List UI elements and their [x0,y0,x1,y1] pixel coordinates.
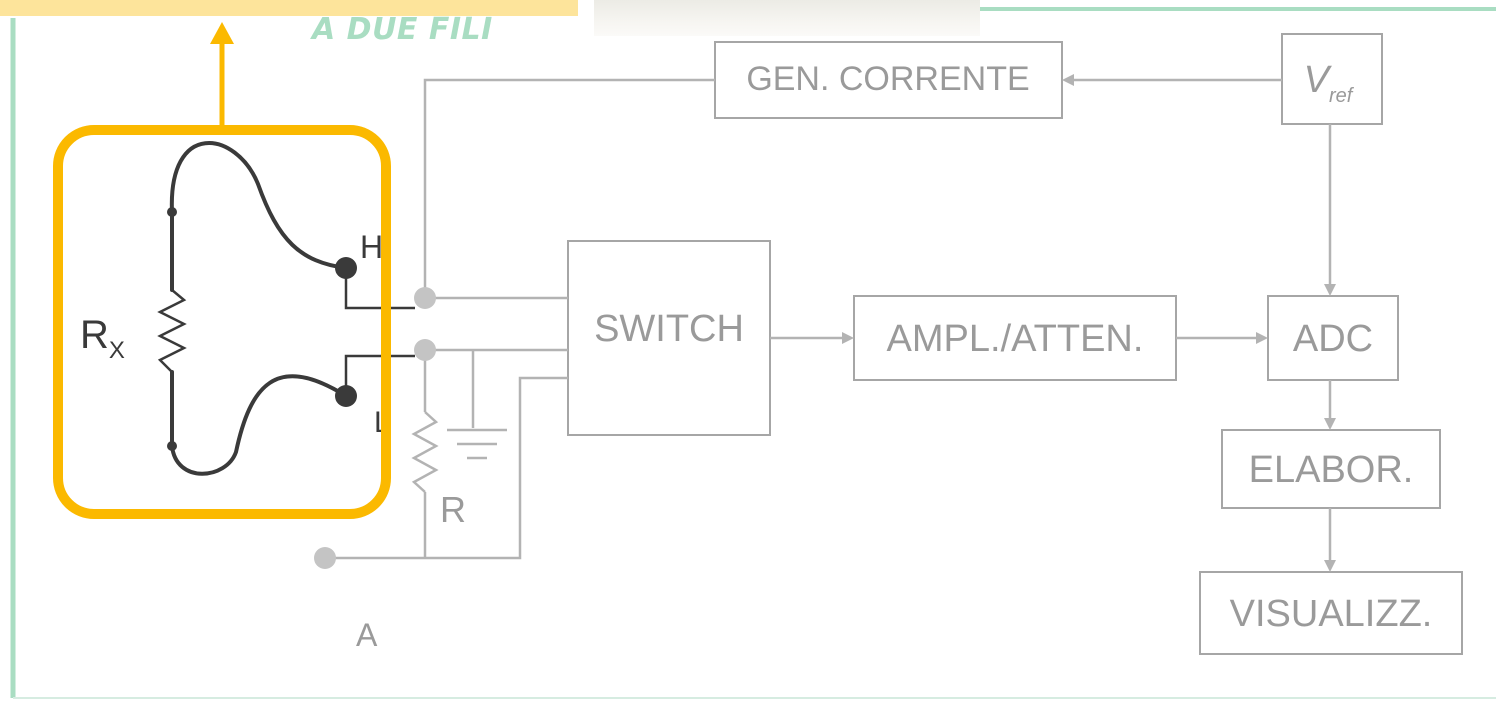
arrow-into-adc [1256,332,1268,344]
arrow-into-ampl [842,332,854,344]
arrow-into-adc-top [1324,284,1336,296]
adc-label: ADC [1293,318,1373,360]
arrow-into-gen [1062,74,1074,86]
vref-box [1282,34,1382,124]
resistor-r-zigzag [414,412,436,492]
terminal-a-dot [314,547,336,569]
wire-gen-h [425,80,715,298]
switch-label: SWITCH [594,308,744,350]
probe-backdrop [60,128,386,514]
probe-l-dot [335,385,357,407]
vref-label: Vref [1304,59,1355,107]
rx-top-node [167,207,177,217]
elabor-label: ELABOR. [1249,449,1414,491]
terminal-l-dot [414,339,436,361]
resistor-r-label: R [440,489,466,530]
probe-h-dot [335,257,357,279]
arrow-into-visualizz [1324,560,1336,572]
arrow-into-elabor [1324,418,1336,430]
visualizz-label: VISUALIZZ. [1230,593,1433,635]
terminal-h-dot [414,287,436,309]
ampl-atten-label: AMPL./ATTEN. [887,318,1144,360]
rx-bottom-node [167,441,177,451]
terminal-h-label: H [360,229,383,265]
gen-corrente-label: GEN. CORRENTE [746,60,1029,98]
terminal-a-label: A [356,617,378,653]
callout-arrowhead [210,22,234,44]
